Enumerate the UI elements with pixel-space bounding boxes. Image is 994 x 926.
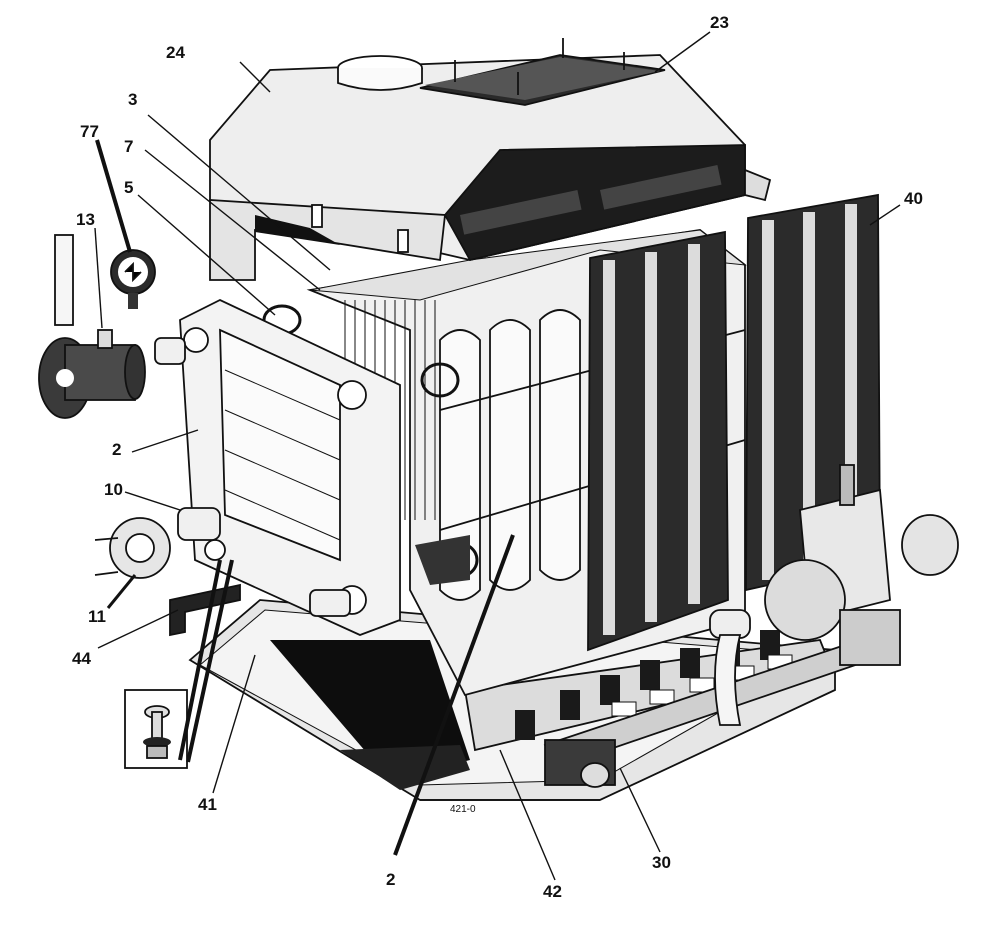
callout-2-upper: 2 (112, 440, 121, 459)
bolt-detail-inset (124, 689, 188, 769)
flue-hood (209, 54, 772, 281)
callout-5: 5 (124, 178, 133, 197)
callout-13: 13 (76, 210, 95, 229)
callout-42: 42 (543, 882, 562, 901)
front-section (154, 298, 401, 636)
cover-plate (419, 38, 666, 106)
callout-23: 23 (710, 13, 729, 32)
callout-3: 3 (128, 90, 137, 109)
callout-labels: 24 23 3 77 7 5 13 40 2 10 11 44 41 2 42 … (72, 13, 923, 901)
valve (38, 234, 146, 419)
callout-44: 44 (72, 649, 91, 668)
burner-row (463, 630, 872, 788)
callout-41: 41 (198, 795, 217, 814)
callout-24: 24 (166, 43, 185, 62)
flange (94, 517, 171, 579)
pressure-gauge (110, 249, 156, 309)
drawing-code: 421-0 (450, 804, 476, 815)
gas-valve (709, 464, 959, 726)
callout-2-lower: 2 (386, 870, 395, 889)
callout-77: 77 (80, 122, 99, 141)
callout-10: 10 (104, 480, 123, 499)
callout-7: 7 (124, 137, 133, 156)
leader-lines (94, 31, 901, 881)
callout-30: 30 (652, 853, 671, 872)
callout-11: 11 (88, 607, 106, 626)
callout-40: 40 (904, 189, 923, 208)
